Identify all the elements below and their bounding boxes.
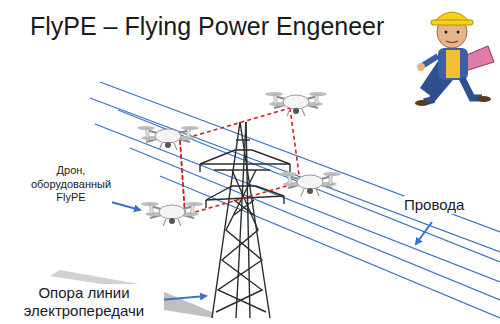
drone-label: Дрон, оборудованный FlyPE	[30, 164, 112, 204]
wires-label: Провода	[404, 196, 494, 214]
title: FlyPE – Flying Power Engeneer	[30, 12, 384, 41]
tower-label: Опора линии электропередачи	[4, 284, 164, 320]
